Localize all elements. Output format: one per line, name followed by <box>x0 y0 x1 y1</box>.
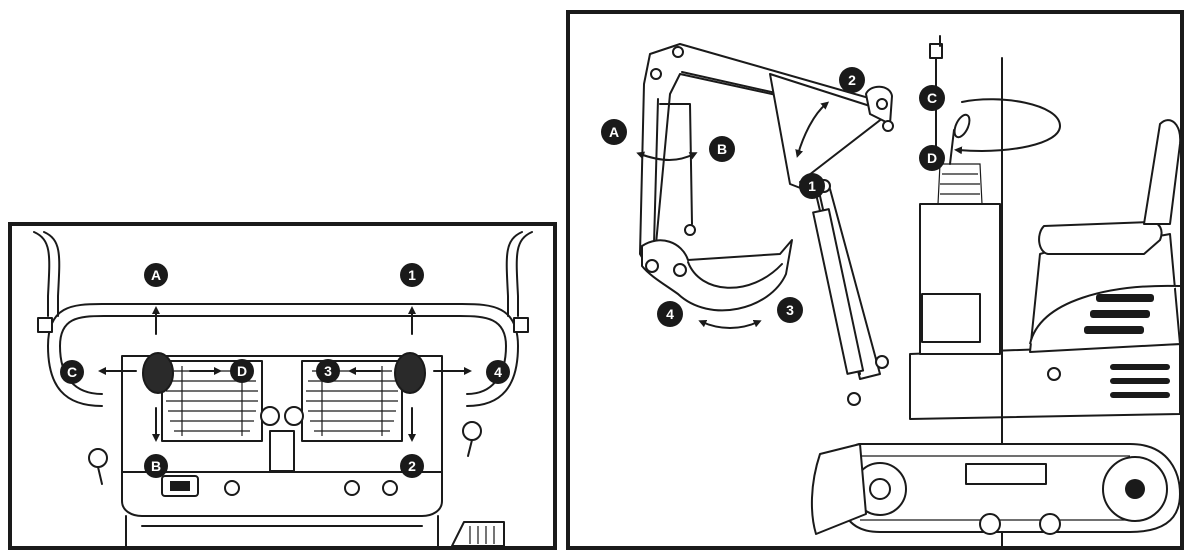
svg-text:4: 4 <box>494 364 502 380</box>
svg-text:2: 2 <box>848 72 856 88</box>
svg-text:C: C <box>927 90 937 106</box>
svg-text:C: C <box>67 364 77 380</box>
svg-text:D: D <box>237 363 247 379</box>
joystick-direction-arrows <box>98 306 472 442</box>
boom-cylinder <box>812 208 865 375</box>
svg-text:1: 1 <box>408 267 416 283</box>
throttle-knob <box>260 406 304 472</box>
label-a-badge: A <box>601 119 627 145</box>
dozer-blade <box>810 443 867 535</box>
svg-text:A: A <box>609 124 619 140</box>
bucket <box>641 239 793 312</box>
label-3-badge: 3 <box>777 297 803 323</box>
control-station-drawing: A C D B 1 3 4 2 <box>33 231 533 546</box>
excavator-side-view-panel: A B 2 1 C D 4 3 <box>566 10 1184 550</box>
label-2-badge: 2 <box>839 67 865 93</box>
control-tower <box>919 35 1001 355</box>
svg-text:B: B <box>717 141 727 157</box>
label-1-badge: 1 <box>799 173 825 199</box>
svg-text:B: B <box>151 458 161 474</box>
right-joystick-grip[interactable] <box>394 352 426 394</box>
svg-text:3: 3 <box>324 363 332 379</box>
svg-text:1: 1 <box>808 178 816 194</box>
label-c-badge: C <box>919 85 945 111</box>
left-joystick-grip[interactable] <box>142 352 174 394</box>
svg-text:4: 4 <box>666 306 674 322</box>
upper-structure <box>909 233 1180 420</box>
label-1-badge: 1 <box>400 263 424 287</box>
label-b-badge: B <box>709 136 735 162</box>
svg-text:A: A <box>151 267 161 283</box>
label-4-badge: 4 <box>486 360 510 384</box>
crawler-track <box>839 443 1180 535</box>
label-d-badge: D <box>919 145 945 171</box>
label-4-badge: 4 <box>657 301 683 327</box>
operator-seat <box>1038 119 1180 255</box>
label-3-badge: 3 <box>316 359 340 383</box>
label-d-badge: D <box>230 359 254 383</box>
motion-arrows <box>636 98 1061 329</box>
svg-text:3: 3 <box>786 302 794 318</box>
excavator-drawing: A B 2 1 C D 4 3 <box>601 35 1180 546</box>
svg-text:D: D <box>927 150 937 166</box>
svg-text:2: 2 <box>408 458 416 474</box>
label-a-badge: A <box>144 263 168 287</box>
label-2-badge: 2 <box>400 454 424 478</box>
label-b-badge: B <box>144 454 168 478</box>
control-station-panel: A C D B 1 3 4 2 <box>8 222 557 550</box>
label-c-badge: C <box>60 360 84 384</box>
